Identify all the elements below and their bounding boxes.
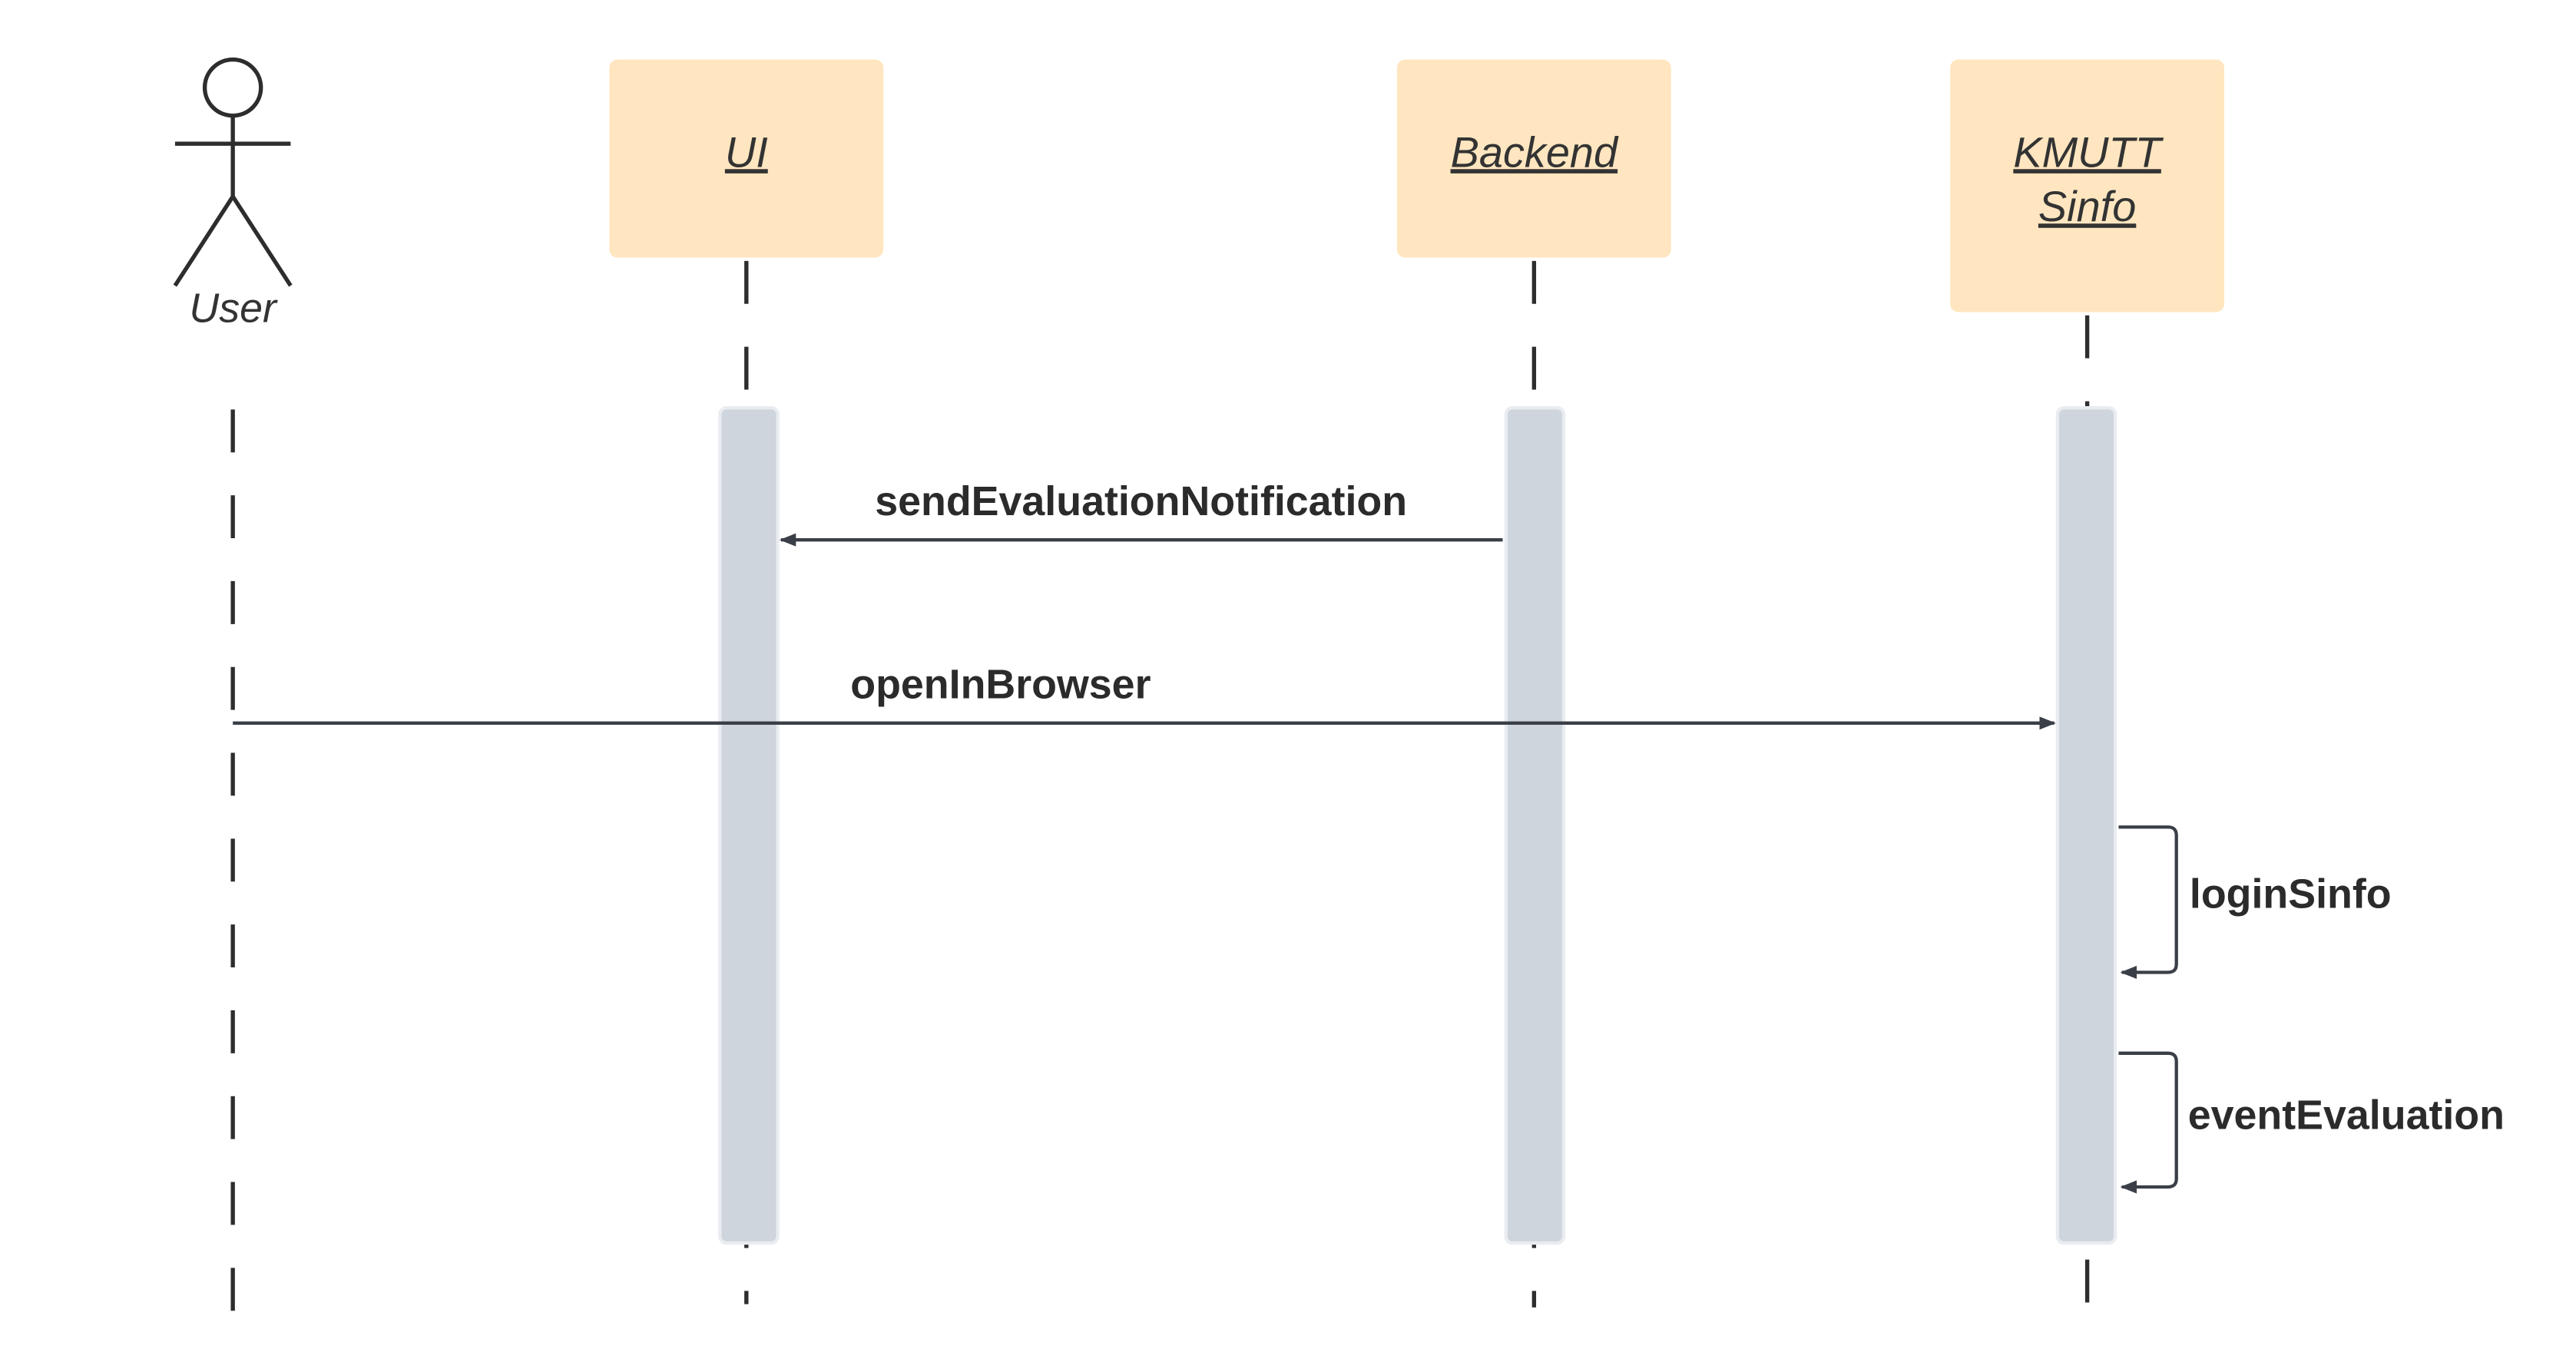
participant-label-line-2: Sinfo [2038,182,2136,230]
participant-ui: UI [609,59,884,258]
actor-user: User [173,57,293,331]
message-label: eventEvaluation [2188,1093,2505,1139]
participant-label: Backend [1451,127,1619,176]
self-message-arrow [2118,825,2178,980]
participant-backend: Backend [1396,59,1671,258]
participant-box [609,59,884,258]
message-send-evaluation-notification: sendEvaluationNotification [779,478,1503,547]
activation-bar-backend [1504,406,1566,1245]
message-label: openInBrowser [850,662,1151,708]
message-login-sinfo: loginSinfo [2118,825,2392,980]
participant-label: UI [725,127,768,176]
message-open-in-browser: openInBrowser [233,662,2056,730]
message-event-evaluation: eventEvaluation [2118,1051,2505,1194]
participant-box [1950,59,2225,312]
participant-kmutt-sinfo: KMUTT Sinfo [1950,59,2225,312]
activation-bar-ui [718,406,780,1245]
message-label: loginSinfo [2190,871,2392,917]
actor-label: User [189,285,278,331]
stick-figure-icon [173,57,293,287]
message-label: sendEvaluationNotification [875,478,1407,524]
self-message-arrow [2118,1051,2178,1194]
participant-label-line-1: KMUTT [2013,127,2164,176]
participant-box [1396,59,1671,258]
activation-bar-kmutt-sinfo [2055,406,2117,1245]
